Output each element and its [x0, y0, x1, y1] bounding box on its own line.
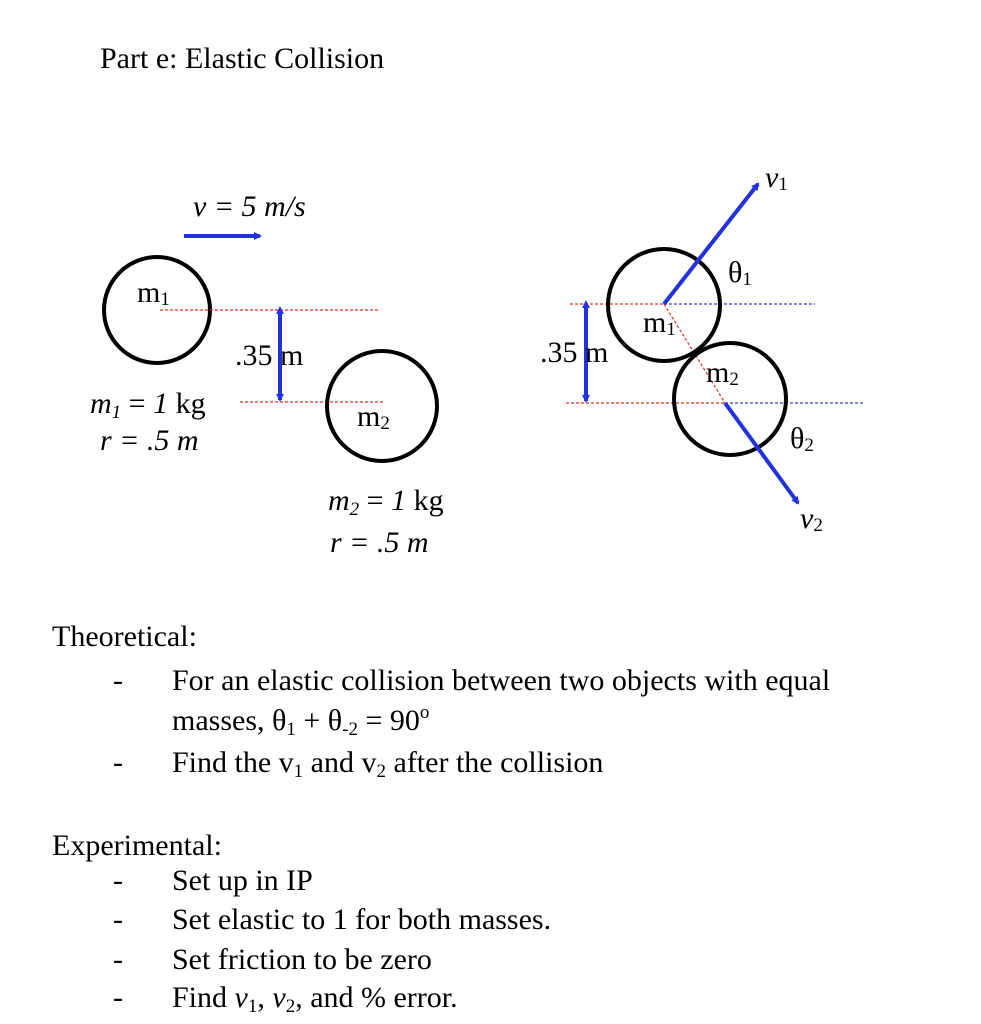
mass2-circle: [325, 349, 439, 463]
mass2-circle: [672, 341, 788, 457]
theoretical-item-2: Find the v1 and v2 after the collision: [172, 746, 603, 782]
center-connector: [663, 303, 726, 404]
bullet: -: [113, 864, 123, 897]
bullet: -: [113, 664, 123, 697]
bullet: -: [113, 746, 123, 779]
experimental-section: Experimental: - Set up in IP - Set elast…: [52, 829, 551, 1017]
experimental-item-3: Set friction to be zero: [172, 943, 432, 976]
v2-label: v2: [800, 502, 823, 536]
experimental-item-2: Set elastic to 1 for both masses.: [172, 903, 551, 936]
velocity-label: v = 5 m/s: [193, 190, 306, 223]
v1-arrow: [662, 182, 760, 306]
page-title: Part e: Elastic Collision: [100, 42, 384, 75]
theta1-label: θ1: [728, 256, 752, 290]
mass1-circle: [606, 247, 722, 363]
experimental-item-1: Set up in IP: [172, 864, 313, 897]
distance-label: .35 m: [540, 336, 608, 369]
bullet: -: [113, 943, 123, 976]
mass2-radius: r = .5 m: [330, 526, 429, 559]
mass1-value: m1 = 1 kg: [90, 387, 206, 423]
after-collision-diagram: .35 m v1 θ1 m1 m2 θ2 v2: [540, 161, 863, 536]
mass2-label: m2: [706, 356, 739, 390]
mass2-value: m2 = 1 kg: [328, 484, 444, 520]
mass1-circle: [102, 255, 212, 365]
bullet: -: [113, 903, 123, 936]
experimental-item-4: Find v1, v2, and % error.: [172, 981, 458, 1017]
before-collision-diagram: v = 5 m/s m1 .35 m m2 m1 = 1 kg r = .5 m…: [90, 190, 444, 559]
mass1-label: m1: [137, 276, 170, 310]
v2-arrow: [723, 401, 800, 505]
mass1-label: m1: [643, 306, 676, 340]
theoretical-heading: Theoretical:: [52, 620, 197, 653]
theoretical-item-1-cont: masses, θ1 + θ-2 = 90o: [172, 702, 429, 740]
theta2-label: θ2: [790, 422, 814, 456]
mass1-radius: r = .5 m: [100, 424, 199, 457]
distance-label: .35 m: [235, 339, 303, 372]
theoretical-section: Theoretical: - For an elastic collision …: [52, 620, 830, 782]
bullet: -: [113, 981, 123, 1014]
mass2-label: m2: [357, 400, 390, 434]
experimental-heading: Experimental:: [52, 829, 222, 862]
theoretical-item-1: For an elastic collision between two obj…: [172, 664, 830, 697]
v1-label: v1: [765, 161, 788, 195]
